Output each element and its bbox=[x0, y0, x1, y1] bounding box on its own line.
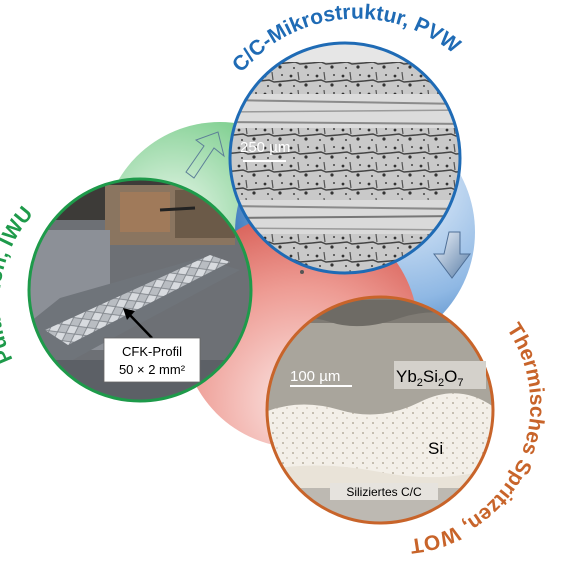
callout-box bbox=[103, 337, 201, 383]
scale-label-bottom: 100 µm bbox=[290, 368, 340, 385]
flow-arrow-left-to-top bbox=[185, 131, 225, 179]
layer-label-base: Siliziertes C/C bbox=[346, 485, 422, 499]
flow-arrow-top-to-bottom bbox=[433, 231, 471, 279]
layer-label-base-bg bbox=[330, 483, 438, 500]
layer-label-si: Si bbox=[428, 439, 443, 458]
center-dot bbox=[300, 270, 304, 274]
callout-label-2: 50 × 2 mm² bbox=[119, 362, 186, 377]
layer-label-bg bbox=[394, 361, 486, 389]
photo-thermal-spray: 100 µm Yb2Si2O7 Si Siliziertes C/C bbox=[265, 295, 495, 525]
cfk-profile-strip bbox=[45, 255, 230, 345]
callout-label-1: CFK-Profil bbox=[122, 344, 182, 359]
callout-arrow bbox=[126, 311, 153, 339]
layer-label-ybsio: Yb2Si2O7 bbox=[396, 367, 464, 389]
scale-label-top: 250 µm bbox=[240, 139, 290, 156]
